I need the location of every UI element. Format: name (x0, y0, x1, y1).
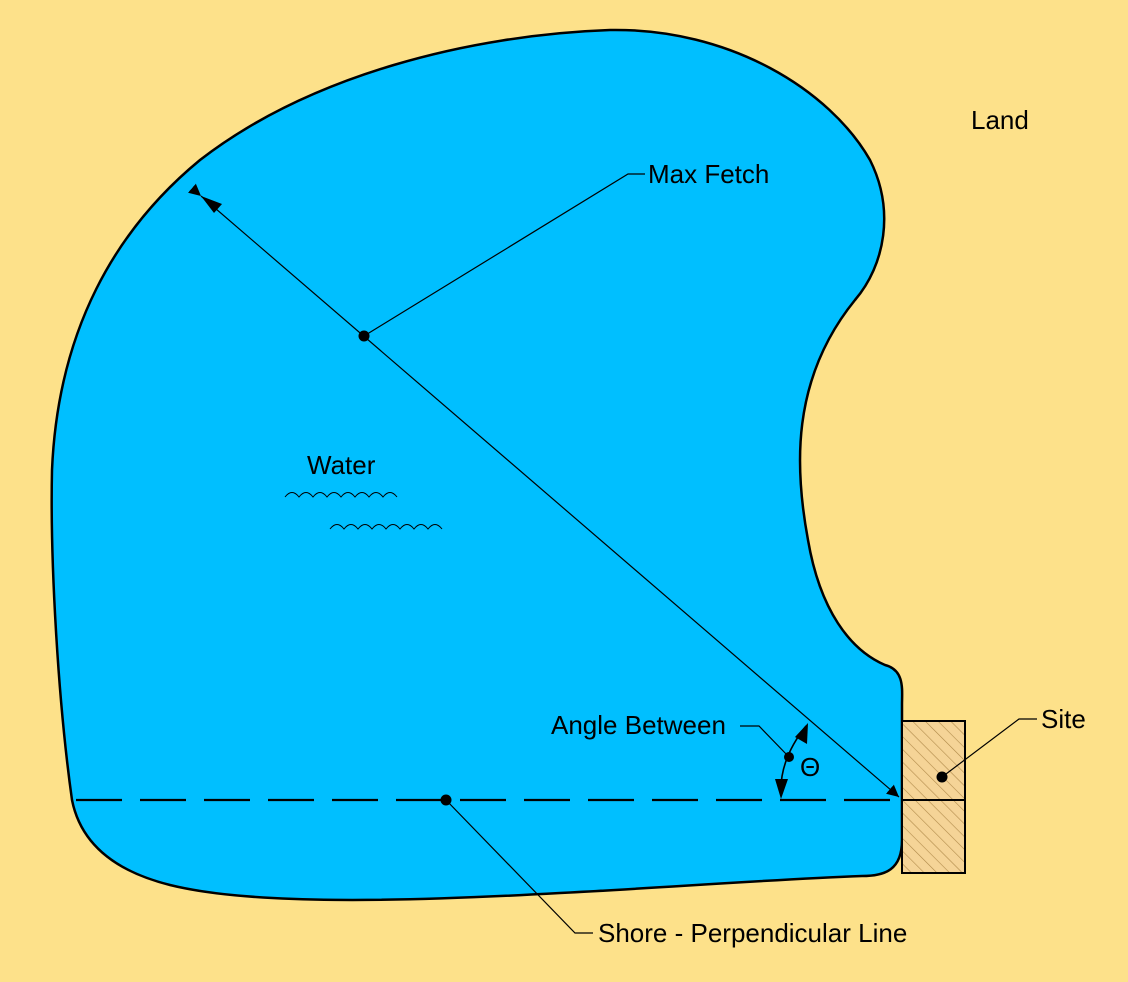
shore-perpendicular-label: Shore - Perpendicular Line (598, 918, 907, 948)
water-ripple-top (284, 492, 398, 498)
land-label: Land (971, 105, 1029, 135)
angle-between-label: Angle Between (551, 710, 726, 740)
shore-line-leader (445, 799, 593, 934)
max-fetch-line (187, 183, 900, 798)
angle-arrow-down (775, 779, 788, 799)
angle-between-leader (740, 725, 790, 758)
max-fetch-leader (363, 173, 645, 337)
water-ripple-bottom (329, 524, 443, 530)
water-label: Water (307, 450, 376, 480)
max-fetch-start-arrow (201, 196, 222, 213)
site-leader (941, 718, 1037, 778)
site-label: Site (1041, 704, 1086, 734)
theta-label: Θ (800, 752, 820, 782)
site-parcel (901, 720, 966, 874)
angle-arrow-up (795, 723, 808, 744)
max-fetch-label: Max Fetch (648, 159, 769, 189)
